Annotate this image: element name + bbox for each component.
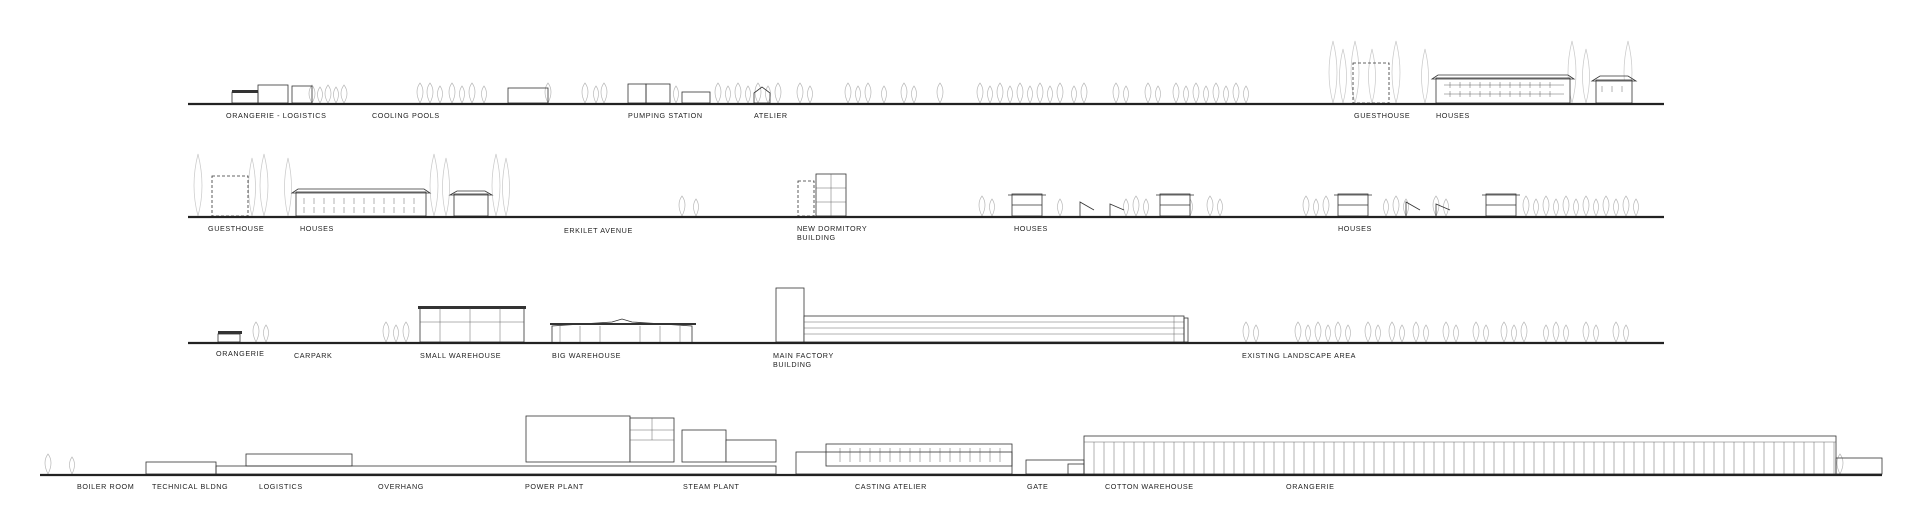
labels-row-1: ORANGERIE - LOGISTICS COOLING POOLS PUMP… (226, 111, 1470, 120)
label-cooling-pools: COOLING POOLS (372, 111, 440, 120)
label-houses: HOUSES (1436, 111, 1470, 120)
label-erkilet-avenue: ERKILET AVENUE (564, 226, 633, 235)
label-gate: GATE (1027, 482, 1048, 491)
label-orangerie-logistics: ORANGERIE - LOGISTICS (226, 111, 326, 120)
labels-row-3: ORANGERIE CARPARK SMALL WAREHOUSE BIG WA… (216, 349, 1356, 369)
labels-row-2: GUESTHOUSE HOUSES ERKILET AVENUE NEW DOR… (208, 224, 1372, 242)
label-orangerie: ORANGERIE (216, 349, 265, 358)
label-small-warehouse: SMALL WAREHOUSE (420, 351, 501, 360)
label-steam-plant: STEAM PLANT (683, 482, 740, 491)
label-new-dormitory-building-line-1: NEW DORMITORY (797, 224, 867, 233)
label-orangerie: ORANGERIE (1286, 482, 1335, 491)
label-houses: HOUSES (300, 224, 334, 233)
buildings-row-3 (217, 287, 1189, 343)
elevation-row-1 (188, 40, 1664, 106)
label-logistics: LOGISTICS (259, 482, 303, 491)
labels-row-4: BOILER ROOM TECHNICAL BLDNG LOGISTICS OV… (77, 482, 1335, 491)
label-casting-atelier: CASTING ATELIER (855, 482, 927, 491)
trees-row-1 (308, 82, 1249, 104)
label-big-warehouse: BIG WAREHOUSE (552, 351, 621, 360)
label-carpark: CARPARK (294, 351, 332, 360)
buildings-row-1 (231, 62, 1638, 104)
label-houses: HOUSES (1014, 224, 1048, 233)
label-guesthouse: GUESTHOUSE (1354, 111, 1410, 120)
label-technical-blong: TECHNICAL BLDNG (152, 482, 228, 491)
elevation-row-3 (188, 287, 1664, 345)
label-new-dormitory-building-line-2: BUILDING (797, 233, 836, 242)
label-houses: HOUSES (1338, 224, 1372, 233)
label-pumping-station: PUMPING STATION (628, 111, 703, 120)
trees-row-4 (44, 453, 1844, 475)
buildings-row-4 (145, 415, 1883, 475)
label-existing-landscape-area: EXISTING LANDSCAPE AREA (1242, 351, 1356, 360)
elevation-row-2 (188, 153, 1664, 219)
label-guesthouse: GUESTHOUSE (208, 224, 264, 233)
tall-trees-row-2 (193, 153, 510, 217)
elevation-row-4 (40, 415, 1883, 477)
buildings-row-2 (211, 173, 1520, 217)
label-main-factory-building-line-1: MAIN FACTORY (773, 351, 834, 360)
trees-row-3 (252, 321, 1629, 343)
label-atelier: ATELIER (754, 111, 788, 120)
label-power-plant: POWER PLANT (525, 482, 584, 491)
label-main-factory-building-line-2: BUILDING (773, 360, 812, 369)
label-boiler-room: BOILER ROOM (77, 482, 134, 491)
label-overhang: OVERHANG (378, 482, 424, 491)
label-cotton-warehouse: COTTON WAREHOUSE (1105, 482, 1194, 491)
